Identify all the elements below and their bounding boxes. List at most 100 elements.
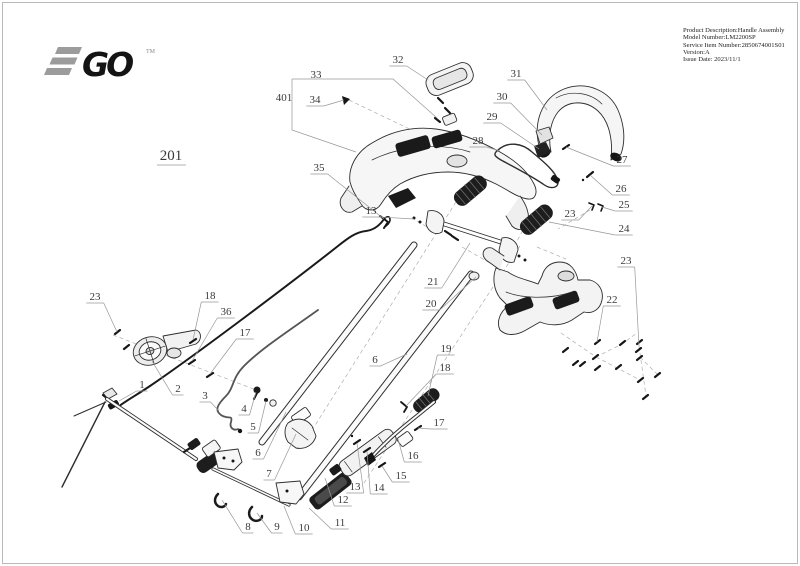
version: Version:A — [683, 48, 710, 56]
ego-logo-e-bars — [44, 47, 82, 75]
part-callout-16: 16 — [397, 438, 422, 463]
part-callout-15: 15 — [381, 465, 410, 483]
part-callout-31: 31 — [507, 68, 548, 111]
product-description: Product Description:Handle Assembly — [683, 27, 785, 34]
part-callout-4: 4 — [238, 391, 257, 416]
part-callout-26: 26 — [589, 174, 630, 196]
part-callout-13: 13 — [346, 442, 365, 494]
part-number-label: 11 — [335, 517, 346, 529]
part-number-label: 13 — [366, 205, 378, 217]
part-number-label: 18 — [440, 362, 452, 374]
part-number-label: 24 — [619, 223, 631, 235]
part-callout-7: 7 — [263, 433, 297, 481]
part-cable-loop — [494, 143, 561, 189]
part-number-label: 29 — [487, 111, 499, 123]
part-callout-13: 13 — [362, 205, 415, 220]
part-handle-tube-left — [258, 241, 418, 446]
part-number-label: 17 — [240, 327, 252, 339]
part-callout-23: 23 — [617, 255, 640, 347]
part-callout-11: 11 — [308, 507, 349, 530]
part-callout-35: 35 — [310, 162, 385, 220]
part-callout-9: 9 — [256, 512, 283, 534]
ego-logo-go-text: GO — [82, 45, 133, 84]
part-callout-18: 18 — [405, 362, 454, 407]
part-callout-32: 32 — [389, 54, 429, 81]
part-number-label: 19 — [441, 343, 453, 355]
part-callout-27: 27 — [565, 146, 631, 167]
part-number-label: 20 — [426, 298, 438, 310]
part-callout-30: 30 — [493, 91, 543, 136]
part-number-label: 18 — [205, 290, 217, 302]
ego-logo-trademark: TM — [146, 49, 156, 55]
part-number-label: 34 — [310, 94, 322, 106]
part-callout-24: 24 — [548, 221, 633, 236]
part-number-label: 7 — [266, 468, 272, 480]
callout-layer: 4013332343531302928272625232423221321202… — [86, 54, 640, 535]
part-number-label: 13 — [350, 481, 362, 493]
part-number-label: 23 — [621, 255, 633, 267]
part-number-label: 17 — [434, 417, 446, 429]
ego-logo: GO TM — [44, 45, 156, 84]
issue-date: Issue Date: 2023/11/1 — [683, 56, 741, 64]
part-number-label: 35 — [314, 162, 326, 174]
part-curved-lever — [364, 400, 436, 466]
part-callout-5: 5 — [247, 400, 267, 434]
part-callout-33: 33 — [292, 69, 438, 119]
part-number-label: 10 — [299, 522, 311, 534]
part-number-label: 36 — [221, 306, 233, 318]
part-callout-2: 2 — [151, 360, 184, 396]
part-number-label: 16 — [408, 450, 420, 462]
part-clip-9 — [247, 505, 264, 523]
part-number-label: 14 — [374, 482, 386, 494]
part-number-label: 5 — [250, 421, 256, 433]
part-number-label: 8 — [245, 521, 251, 533]
part-number-label: 28 — [473, 135, 485, 147]
part-number-label: 6 — [255, 447, 261, 459]
part-number-label: 15 — [396, 470, 408, 482]
part-number-label: 26 — [616, 183, 628, 195]
part-number-label: 23 — [565, 208, 577, 220]
part-trigger-levers — [534, 126, 554, 158]
part-callout-23: 23 — [561, 205, 593, 221]
part-foam-grip-lower — [413, 388, 440, 413]
part-number-label: 6 — [372, 354, 378, 366]
part-number-label: 23 — [90, 291, 102, 303]
figure-number: 201 — [157, 148, 186, 166]
part-number-label: 32 — [393, 54, 404, 66]
part-callout-21: 21 — [424, 242, 471, 289]
part-callout-34: 34 — [306, 94, 345, 107]
part-fasteners-right — [561, 143, 604, 212]
part-number-label: 33 — [311, 69, 323, 81]
part-lever-11 — [309, 472, 352, 510]
part-callout-14: 14 — [366, 450, 388, 495]
part-foam-grip-right — [519, 204, 553, 235]
service-item-number: Service Item Number:2850674001S01 — [683, 41, 785, 49]
part-callout-22: 22 — [596, 294, 621, 343]
part-callout-17: 17 — [417, 417, 448, 430]
part-callout-28: 28 — [469, 135, 501, 152]
part-screw-field — [561, 338, 662, 401]
part-fasteners-left — [113, 328, 215, 379]
part-handle-tube-right — [295, 270, 480, 501]
part-number-label: 4 — [241, 403, 247, 415]
part-number-label: 3 — [202, 390, 208, 402]
part-callout-23: 23 — [86, 291, 118, 333]
part-number-label: 1 — [139, 379, 145, 391]
part-number-label: 21 — [428, 276, 439, 288]
part-hand-knob — [132, 329, 201, 366]
part-callout-19: 19 — [427, 343, 455, 397]
part-callout-401: 401 — [276, 79, 357, 153]
part-clip-8 — [213, 492, 228, 509]
part-callout-25: 25 — [601, 199, 633, 212]
part-callout-18: 18 — [192, 290, 219, 341]
part-small-fasteners-45 — [253, 386, 277, 407]
part-callout-20: 20 — [422, 276, 477, 311]
part-lower-handle-mount — [482, 247, 603, 335]
part-number-label: 27 — [617, 154, 629, 166]
part-callout-36: 36 — [191, 306, 235, 362]
part-foam-grip-upper — [453, 175, 487, 206]
part-axle-assembly — [182, 438, 305, 507]
part-callout-29: 29 — [483, 111, 540, 150]
